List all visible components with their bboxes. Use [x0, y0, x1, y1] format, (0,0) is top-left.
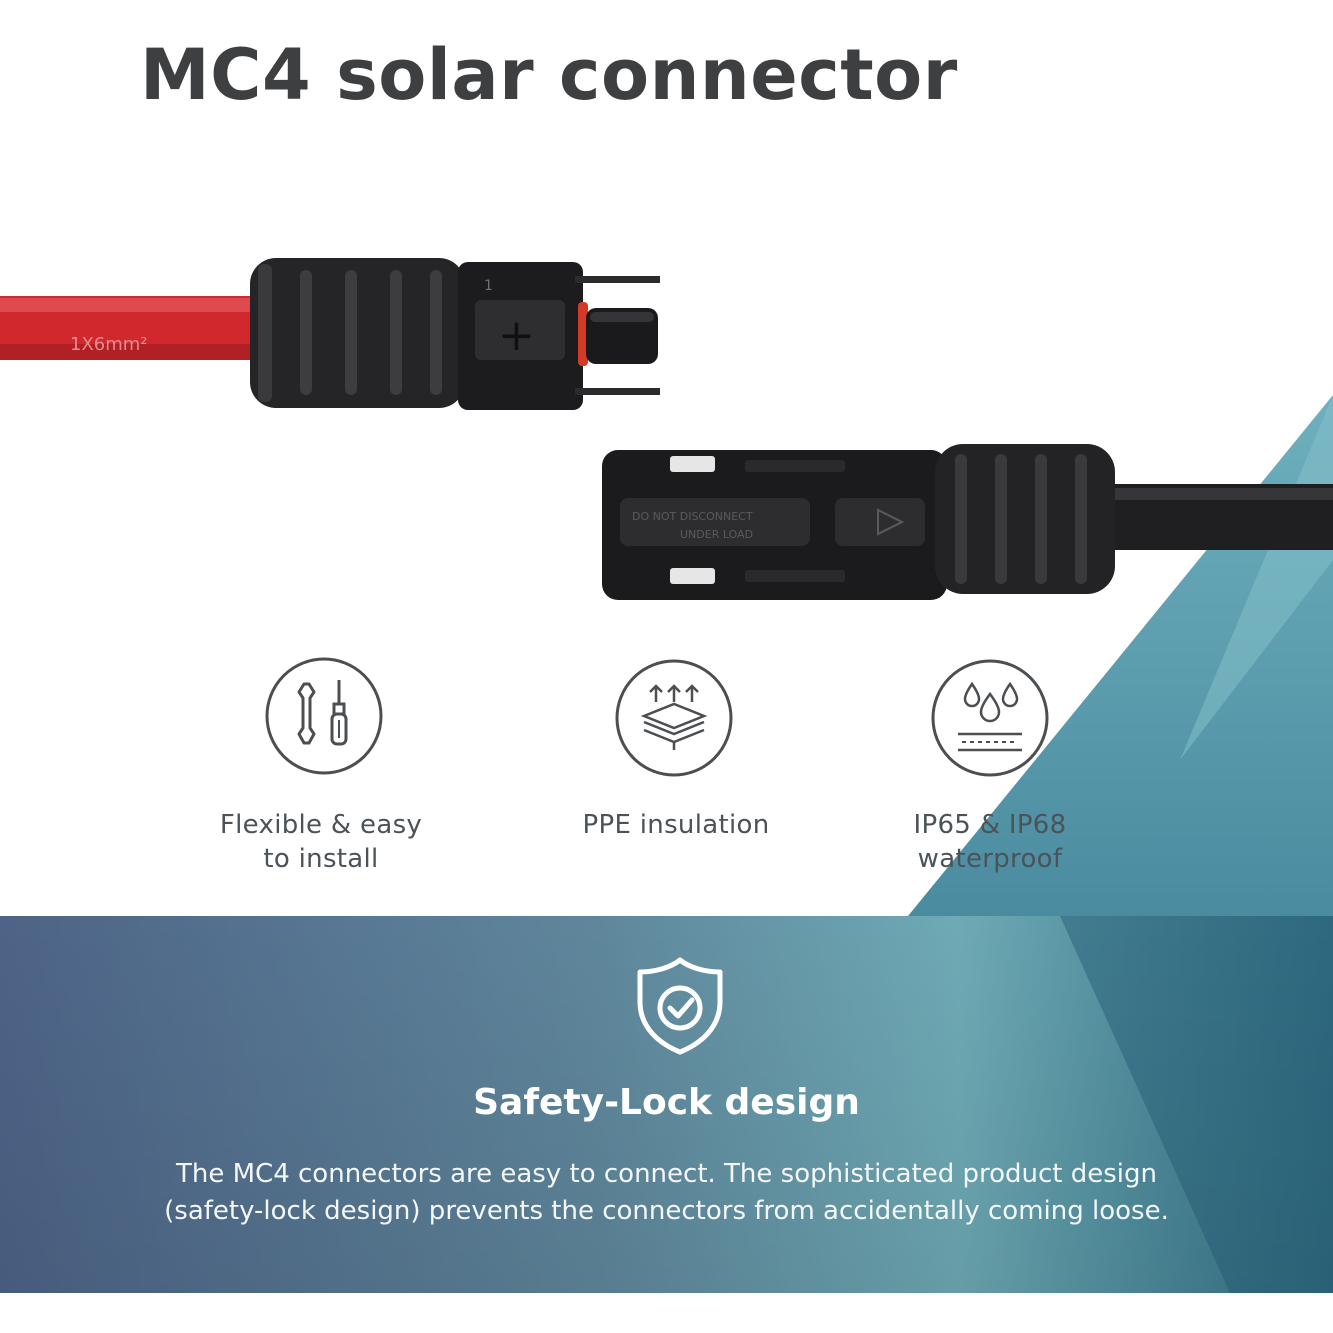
- feature-label-insulation: PPE insulation: [582, 810, 770, 840]
- safety-description: The MC4 connectors are easy to connect. …: [120, 1156, 1213, 1230]
- feature-label-waterproof: IP65 & IP68 waterproof: [913, 810, 1067, 874]
- shield-check-icon: [632, 956, 728, 1056]
- insulation-layers-icon: [614, 658, 734, 778]
- tools-icon: [264, 656, 384, 776]
- safety-heading: Safety-Lock design: [473, 1082, 860, 1123]
- svg-text:DO NOT DISCONNECT: DO NOT DISCONNECT: [632, 510, 753, 523]
- svg-text:1: 1: [484, 278, 493, 294]
- svg-text:+: +: [498, 310, 535, 361]
- male-connector-image: 1X6mm² + 1: [0, 258, 660, 410]
- page-title: MC4 solar connector: [140, 34, 958, 116]
- svg-text:UNDER LOAD: UNDER LOAD: [680, 528, 753, 541]
- feature-label-flexible: Flexible & easy to install: [219, 810, 423, 874]
- safety-description-line: The MC4 connectors are easy to connect. …: [176, 1159, 1157, 1189]
- female-connector-image: DO NOT DISCONNECT UNDER LOAD: [602, 444, 1333, 600]
- cable-print: 1X6mm²: [70, 334, 148, 355]
- water-drops-icon: [930, 658, 1050, 778]
- safety-description-line: (safety-lock design) prevents the connec…: [164, 1196, 1169, 1226]
